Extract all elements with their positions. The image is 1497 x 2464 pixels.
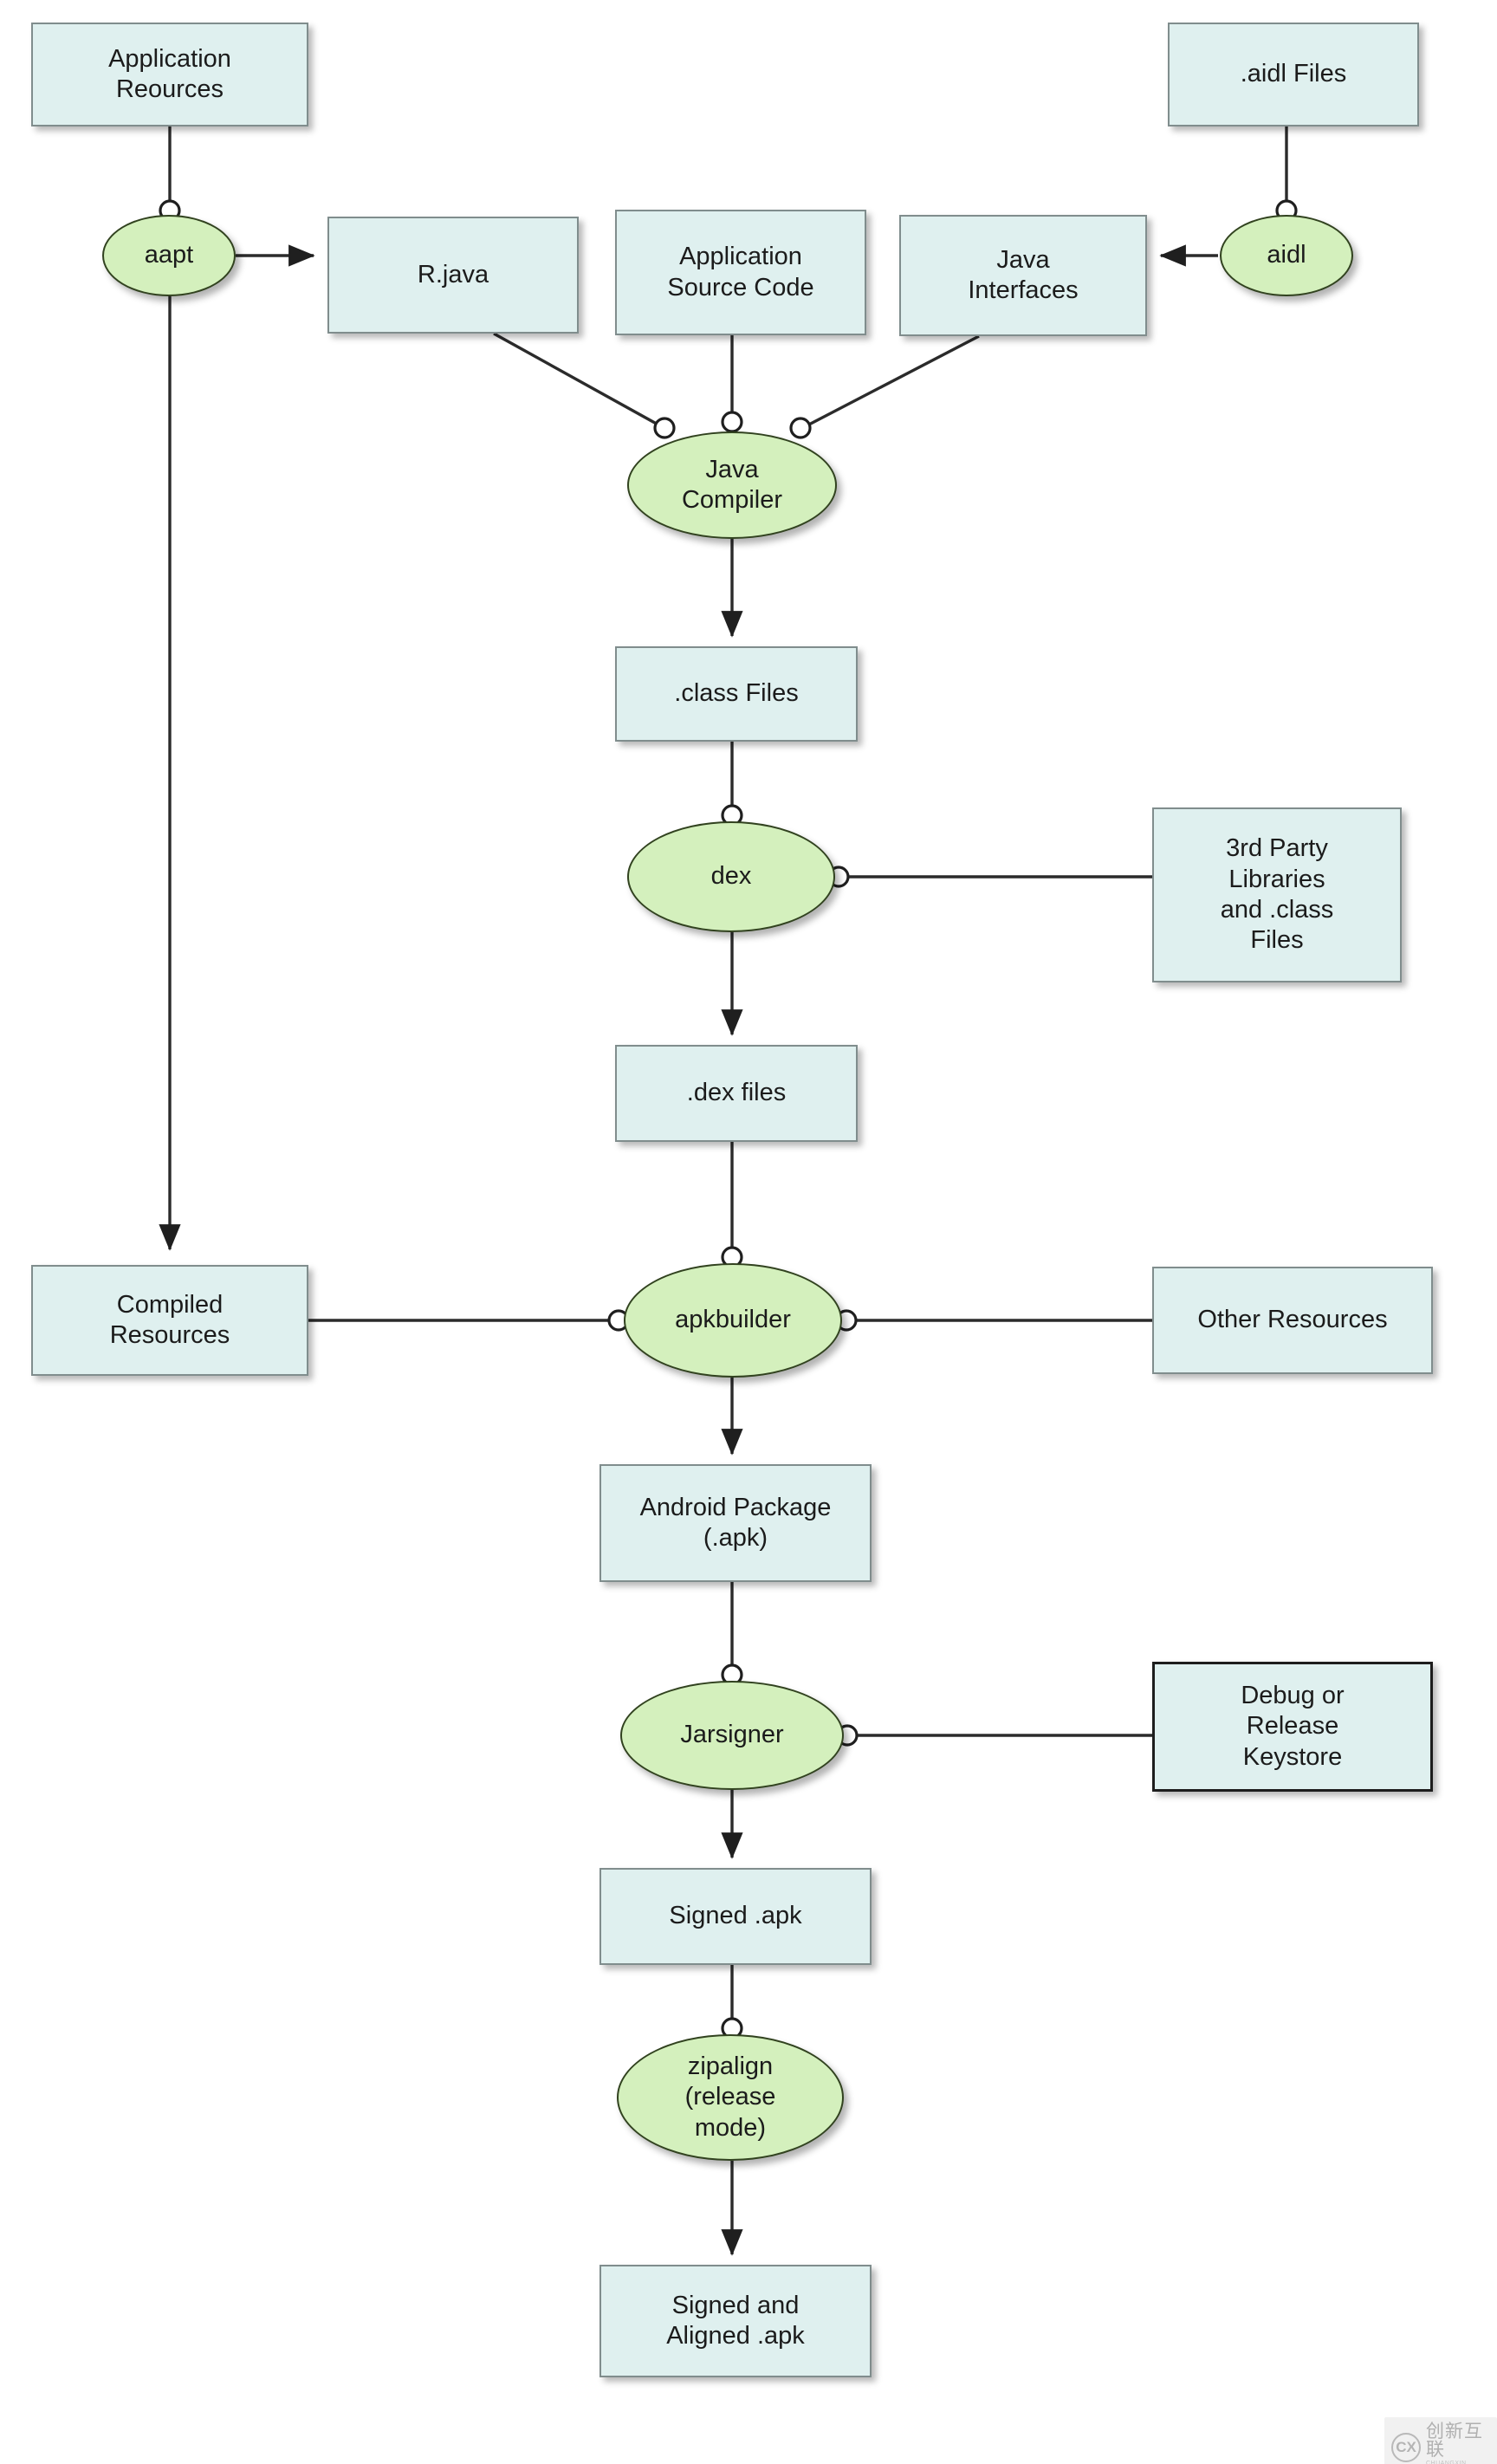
node-class_files: .class Files — [615, 646, 858, 742]
edge-java-interfaces-to-java-compiler — [805, 334, 980, 428]
node-label-zipalign: zipalign (release mode) — [684, 2052, 776, 2142]
node-label-app_resources: Application Reources — [108, 44, 231, 103]
node-label-compiled_res: Compiled Resources — [109, 1290, 230, 1349]
node-label-dex: dex — [710, 862, 752, 891]
node-label-java_interfaces: Java Interfaces — [968, 245, 1079, 304]
connector-dot-java-compiler-top — [721, 411, 743, 433]
node-label-aapt: aapt — [144, 241, 194, 269]
node-other_resources: Other Resources — [1152, 1267, 1433, 1374]
node-signed_apk: Signed .apk — [599, 1868, 872, 1965]
node-label-keystore: Debug or Release Keystore — [1241, 1681, 1345, 1771]
node-aidl: aidl — [1220, 215, 1353, 296]
node-r_java: R.java — [327, 217, 579, 334]
node-label-signed_apk: Signed .apk — [669, 1902, 802, 1930]
connector-dot-java-compiler-left — [653, 417, 676, 439]
node-third_party: 3rd Party Libraries and .class Files — [1152, 807, 1402, 982]
node-aapt: aapt — [102, 215, 236, 296]
node-label-aidl: aidl — [1267, 241, 1306, 269]
watermark-chinese-label: 创新互联 — [1426, 2422, 1483, 2460]
node-label-signed_aligned: Signed and Aligned .apk — [666, 2291, 805, 2350]
node-jarsigner: Jarsigner — [620, 1681, 844, 1790]
node-java_compiler: Java Compiler — [627, 431, 837, 539]
watermark-pinyin-label: CHUANGXIN HULIAN — [1426, 2461, 1467, 2464]
node-app_resources: Application Reources — [31, 23, 308, 126]
node-label-dex_files: .dex files — [686, 1079, 787, 1107]
node-compiled_res: Compiled Resources — [31, 1265, 308, 1376]
node-zipalign: zipalign (release mode) — [617, 2034, 844, 2161]
node-label-other_resources: Other Resources — [1197, 1306, 1388, 1334]
node-app_source: Application Source Code — [615, 210, 866, 335]
node-java_interfaces: Java Interfaces — [899, 215, 1147, 336]
node-dex: dex — [627, 821, 835, 932]
node-aidl_files: .aidl Files — [1168, 23, 1419, 126]
node-label-app_source: Application Source Code — [667, 243, 814, 302]
watermark-logo-icon: CX — [1391, 2433, 1421, 2462]
node-dex_files: .dex files — [615, 1045, 858, 1142]
node-label-r_java: R.java — [417, 260, 489, 289]
watermark-text: 创新互联 CHUANGXIN HULIAN — [1426, 2422, 1488, 2464]
node-label-aidl_files: .aidl Files — [1240, 60, 1347, 88]
node-label-java_compiler: Java Compiler — [681, 455, 783, 514]
node-label-class_files: .class Files — [674, 679, 799, 708]
node-label-third_party: 3rd Party Libraries and .class Files — [1220, 834, 1334, 955]
node-android_package: Android Package (.apk) — [599, 1464, 872, 1582]
node-keystore: Debug or Release Keystore — [1152, 1662, 1433, 1792]
edge-rjava-to-java-compiler — [493, 332, 662, 428]
node-signed_aligned: Signed and Aligned .apk — [599, 2265, 872, 2377]
node-apkbuilder: apkbuilder — [624, 1263, 842, 1378]
connector-dot-java-compiler-right — [789, 417, 812, 439]
node-label-apkbuilder: apkbuilder — [675, 1306, 791, 1334]
node-label-android_package: Android Package (.apk) — [639, 1493, 832, 1552]
node-label-jarsigner: Jarsigner — [680, 1721, 784, 1749]
site-watermark: CX 创新互联 CHUANGXIN HULIAN — [1384, 2417, 1497, 2464]
